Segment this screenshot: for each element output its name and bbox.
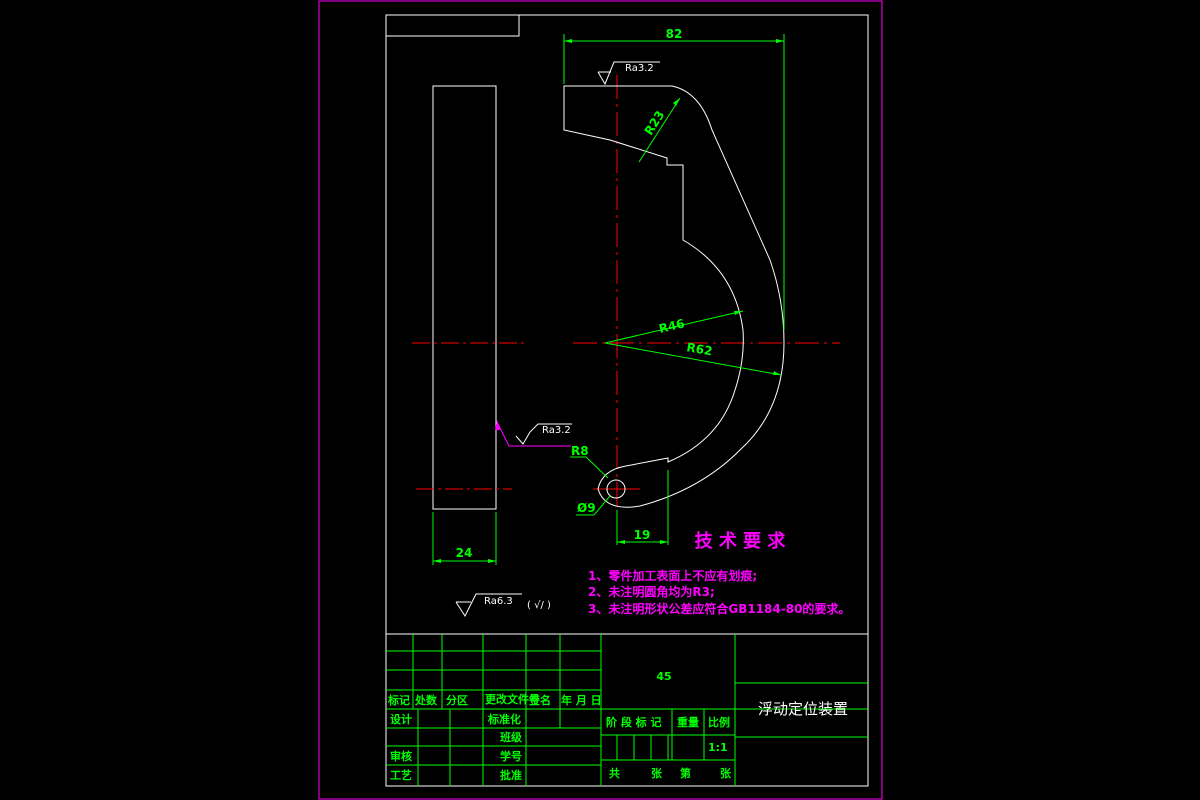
tb-change-doc: 更改文件号 <box>485 692 540 706</box>
roughness-top: Ra3.2 <box>625 63 654 74</box>
roughness-general-suffix: ( √/ ) <box>527 600 551 611</box>
tb-scale: 比例 <box>708 715 730 729</box>
tb-check: 审核 <box>390 749 412 763</box>
tb-class: 班级 <box>500 730 523 744</box>
tech-item-2: 2、未注明圆角均为R3; <box>588 584 715 599</box>
tb-weight: 重量 <box>677 715 699 729</box>
dim-24: 24 <box>456 546 473 560</box>
tb-total: 共 <box>609 766 620 780</box>
tb-sheet-unit: 张 <box>720 766 732 780</box>
tb-part-name: 浮动定位装置 <box>758 700 848 718</box>
tb-material: 45 <box>656 670 671 683</box>
tech-requirements: 技 术 要 求 1、零件加工表面上不应有划痕; 2、未注明圆角均为R3; 3、未… <box>588 530 850 616</box>
tb-stage-mark: 阶 段 标 记 <box>606 715 662 729</box>
roughness-general: Ra6.3 <box>484 596 513 607</box>
front-view: 82 R23 R46 R62 R8 Ø9 19 Ra3.2 <box>563 27 840 545</box>
hook-outline <box>563 85 785 508</box>
code-box <box>386 15 520 37</box>
tb-scale-value: 1:1 <box>708 741 728 754</box>
tech-item-1: 1、零件加工表面上不应有划痕; <box>588 568 757 583</box>
dim-82: 82 <box>666 27 683 41</box>
tb-approve: 批准 <box>500 768 522 782</box>
sheet-frame <box>318 0 883 800</box>
tb-student-id: 学号 <box>500 749 522 763</box>
tech-title: 技 术 要 求 <box>695 530 787 552</box>
dim-r46: R46 <box>658 316 686 335</box>
tb-sheets: 张 <box>651 766 663 780</box>
dim-r62: R62 <box>685 340 713 358</box>
tb-sign: 签名 <box>528 693 551 707</box>
dim-19: 19 <box>634 528 651 542</box>
tech-item-3: 3、未注明形状公差应符合GB1184-80的要求。 <box>588 601 850 616</box>
title-block-text: 标记 处数 分区 更改文件号 签名 年 月 日 设计 标准化 班级 审核 学号 … <box>387 670 848 782</box>
dim-diameter-9: Ø9 <box>577 501 596 515</box>
tb-zone: 分区 <box>446 693 468 707</box>
tb-standardize: 标准化 <box>487 712 521 726</box>
roughness-general-note: Ra6.3 ( √/ ) <box>455 593 551 618</box>
roughness-left: Ra3.2 <box>542 425 571 436</box>
tb-design: 设计 <box>390 712 412 726</box>
tb-sheet-no: 第 <box>680 766 691 780</box>
tb-count: 处数 <box>414 693 438 707</box>
tb-process: 工艺 <box>390 768 412 782</box>
dim-r23: R23 <box>642 108 668 137</box>
drawing-border <box>385 14 869 787</box>
title-block <box>386 633 868 786</box>
hole <box>606 479 626 499</box>
tb-mark: 标记 <box>387 693 410 707</box>
side-view: 24 Ra3.2 <box>412 85 572 565</box>
tb-date: 年 月 日 <box>561 693 602 707</box>
dim-r8: R8 <box>571 444 589 458</box>
